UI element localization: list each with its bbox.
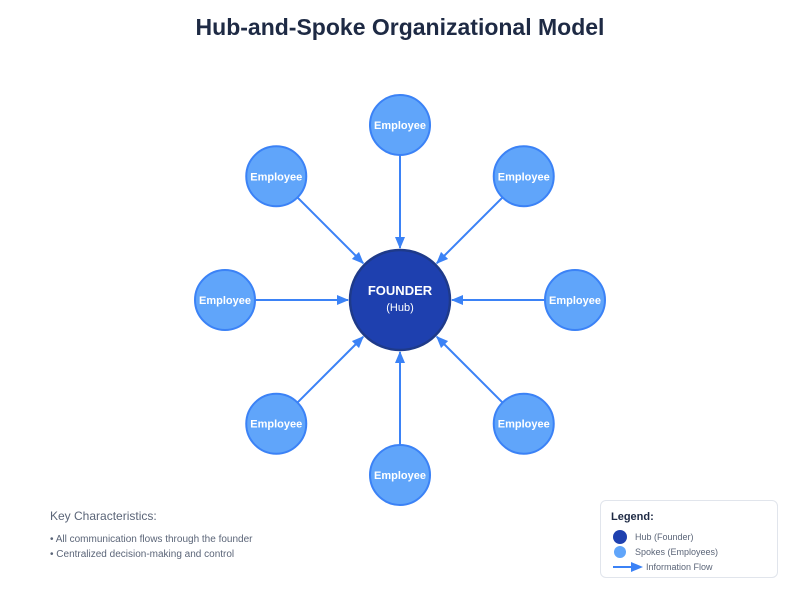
legend-row-hub: Hub (Founder) [613,530,694,544]
legend-flow-label: Information Flow [646,562,713,572]
information-flow-arrow [296,336,364,404]
employee-circle [544,269,606,331]
legend-row-flow: Information Flow [613,560,713,574]
founder-hub-node: FOUNDER (Hub) [348,248,452,352]
employee-label: Employee [199,295,251,307]
employee-label: Employee [250,419,302,431]
employee-label: Employee [374,470,426,482]
hub-circle [348,248,452,352]
employee-label: Employee [498,419,550,431]
arrow-swatch-icon [613,562,643,572]
employee-circle [369,94,431,156]
employee-nodes: EmployeeEmployeeEmployeeEmployeeEmployee… [194,94,606,506]
characteristic-item: • All communication flows through the fo… [50,534,253,545]
employee-circle [245,392,308,455]
legend-spoke-label: Spokes (Employees) [635,547,719,557]
page-title: Hub-and-Spoke Organizational Model [195,14,605,40]
key-characteristics: Key Characteristics: • All communication… [50,509,370,562]
employee-circle [245,145,308,208]
legend-row-spokes: Spokes (Employees) [613,545,718,559]
employee-node: Employee [369,444,431,506]
employee-circle [194,269,256,331]
hub-swatch-icon [613,530,627,544]
information-flow-arrow [436,196,504,264]
employee-label: Employee [250,171,302,183]
employee-label: Employee [374,120,426,132]
hub-sublabel: (Hub) [386,302,414,314]
employee-node: Employee [194,269,256,331]
employee-label: Employee [498,171,550,183]
characteristics-heading: Key Characteristics: [50,509,157,523]
legend-hub-label: Hub (Founder) [635,532,694,542]
information-flow-arrow [436,336,504,404]
employee-label: Employee [549,295,601,307]
hub-label: FOUNDER [368,283,433,298]
spoke-swatch-icon [614,546,626,558]
employee-node: Employee [369,94,431,156]
employee-node: Employee [492,392,555,455]
information-flow-arrows [255,155,545,445]
employee-node: Employee [245,392,308,455]
employee-circle [492,392,555,455]
characteristic-item: • Centralized decision-making and contro… [50,549,235,560]
employee-circle [492,145,555,208]
legend-heading: Legend: [611,511,654,523]
employee-node: Employee [245,145,308,208]
employee-node: Employee [492,145,555,208]
information-flow-arrow [296,196,364,264]
employee-node: Employee [544,269,606,331]
employee-circle [369,444,431,506]
legend-box: Legend: Hub (Founder) Spokes (Employees)… [600,500,778,578]
